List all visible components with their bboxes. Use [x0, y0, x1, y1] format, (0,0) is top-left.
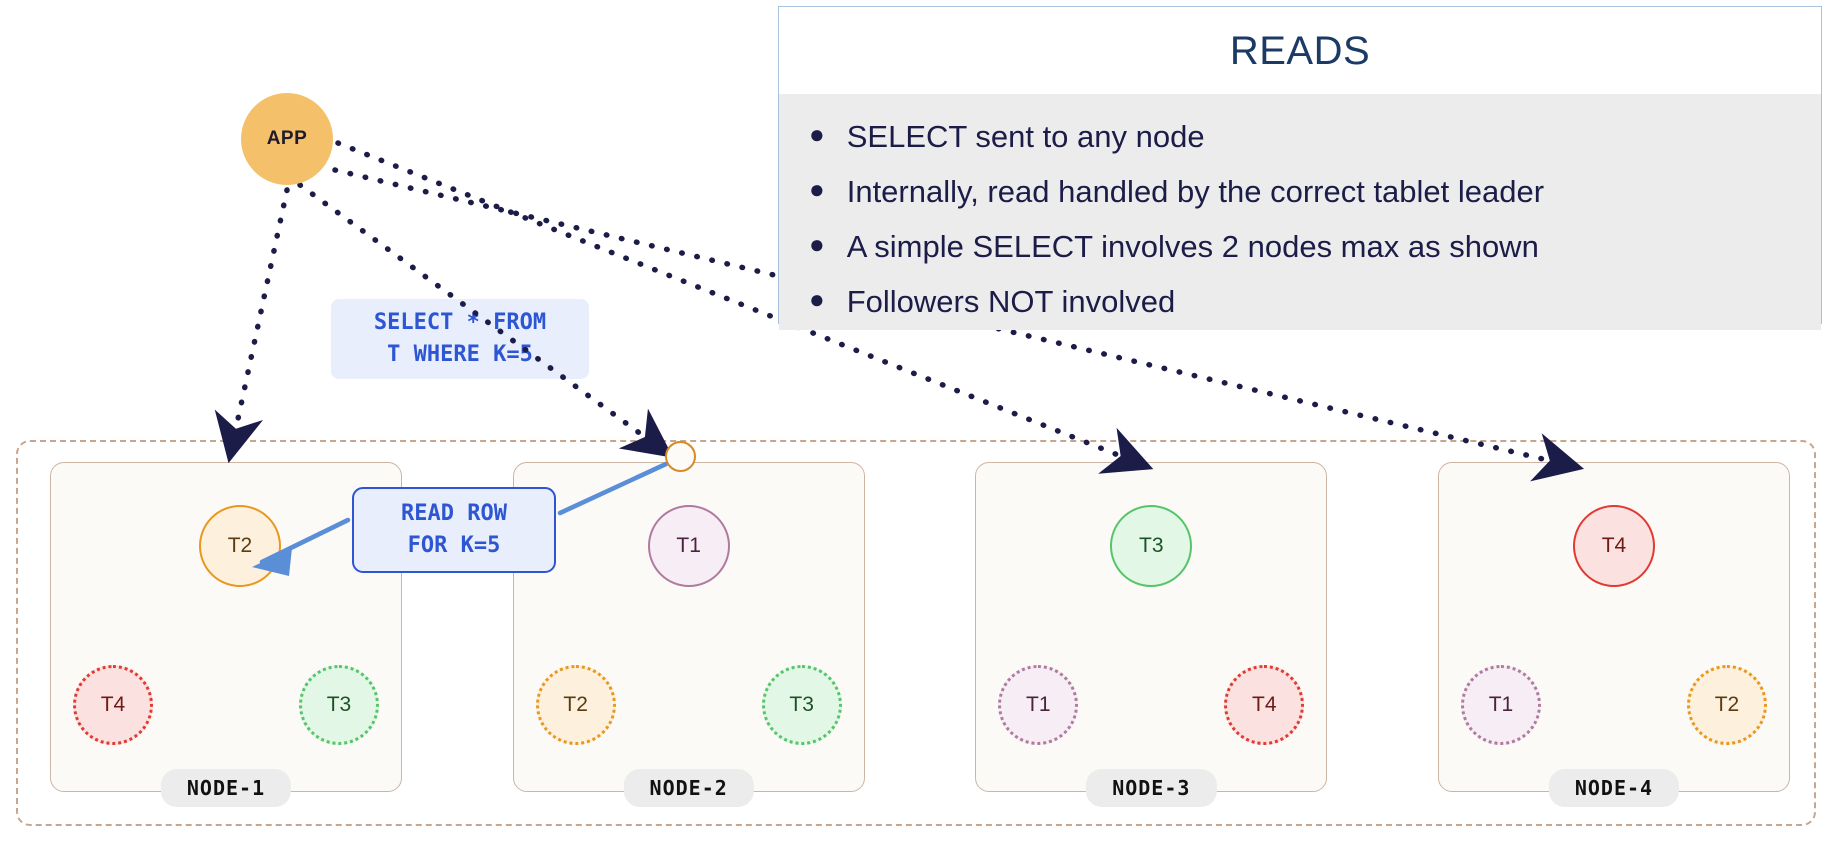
tablet-follower-node1-b[interactable]: T3	[299, 665, 379, 745]
tablet-label: T4	[1601, 534, 1627, 557]
list-item: ● A simple SELECT involves 2 nodes max a…	[779, 220, 1821, 275]
tablet-follower-node1-a[interactable]: T4	[73, 665, 153, 745]
tablet-leader-node2[interactable]: T1	[647, 505, 730, 587]
node-name-label-3: NODE-3	[1086, 769, 1217, 807]
reads-list: ● SELECT sent to any node ● Internally, …	[779, 110, 1821, 330]
read-row-callout: READ ROW FOR K=5	[352, 487, 556, 573]
cluster-container: T2 T4 T3 NODE-1 T1 T2 T3	[16, 440, 1816, 826]
bullet-icon: ●	[809, 283, 825, 314]
tablet-label: T1	[1026, 693, 1051, 716]
tablet-leader-node3[interactable]: T3	[1110, 505, 1193, 587]
list-item: ● Followers NOT involved	[779, 275, 1821, 330]
tablet-leader-node1[interactable]: T2	[199, 505, 281, 587]
reads-panel: READS ● SELECT sent to any node ● Intern…	[778, 6, 1822, 330]
tablet-follower-node4-b[interactable]: T2	[1686, 665, 1767, 745]
list-item-text: Followers NOT involved	[846, 283, 1176, 319]
app-label: APP	[266, 128, 308, 149]
tablet-leader-node4[interactable]: T4	[1572, 505, 1655, 587]
sql-query-callout: SELECT * FROM T WHERE K=5	[331, 299, 589, 379]
bullet-icon: ●	[809, 119, 825, 149]
tablet-label: T1	[1488, 693, 1514, 716]
node-box-4[interactable]: T4 T1 T2 NODE-4	[1437, 462, 1790, 807]
tablet-label: T4	[1252, 693, 1277, 716]
tablet-label: T2	[227, 534, 253, 557]
arrow-app-to-node1	[214, 187, 290, 464]
read-line-2: FOR K=5	[407, 532, 501, 558]
reads-body: ● SELECT sent to any node ● Internally, …	[779, 94, 1821, 330]
node2-entry-point-icon	[665, 441, 696, 472]
node-name-label-4: NODE-4	[1548, 769, 1680, 807]
bullet-icon: ●	[809, 228, 825, 259]
node-box-3[interactable]: T3 T1 T4 NODE-3	[975, 462, 1328, 807]
node-box-1[interactable]: T2 T4 T3 NODE-1	[50, 462, 402, 807]
bullet-icon: ●	[809, 173, 825, 204]
list-item: ● Internally, read handled by the correc…	[779, 165, 1821, 220]
tablet-follower-node3-a[interactable]: T1	[998, 665, 1079, 745]
tablet-label: T1	[676, 534, 701, 557]
list-item-text: Internally, read handled by the correct …	[846, 173, 1545, 209]
node-name-label-2: NODE-2	[623, 769, 754, 807]
tablet-label: T2	[563, 693, 588, 716]
list-item: ● SELECT sent to any node	[779, 110, 1821, 165]
tablet-follower-node2-a[interactable]: T2	[535, 665, 616, 745]
tablet-label: T3	[1139, 534, 1164, 557]
app-node[interactable]: APP	[241, 93, 333, 185]
sql-line-2: T WHERE K=5	[387, 341, 533, 367]
list-item-text: A simple SELECT involves 2 nodes max as …	[846, 228, 1539, 264]
tablet-follower-node2-b[interactable]: T3	[761, 665, 842, 745]
tablet-label: T4	[100, 693, 126, 716]
tablet-follower-node3-b[interactable]: T4	[1224, 665, 1305, 745]
tablet-follower-node4-a[interactable]: T1	[1460, 665, 1541, 745]
node-name-label-1: NODE-1	[160, 769, 292, 807]
tablet-label: T3	[326, 693, 352, 716]
tablet-label: T3	[789, 693, 814, 716]
node-box-2[interactable]: T1 T2 T3 NODE-2	[512, 462, 865, 807]
tablet-label: T2	[1714, 693, 1740, 716]
list-item-text: SELECT sent to any node	[846, 119, 1205, 154]
sql-line-1: SELECT * FROM	[373, 310, 547, 335]
read-line-1: READ ROW	[401, 501, 507, 526]
reads-title: READS	[1229, 29, 1371, 73]
